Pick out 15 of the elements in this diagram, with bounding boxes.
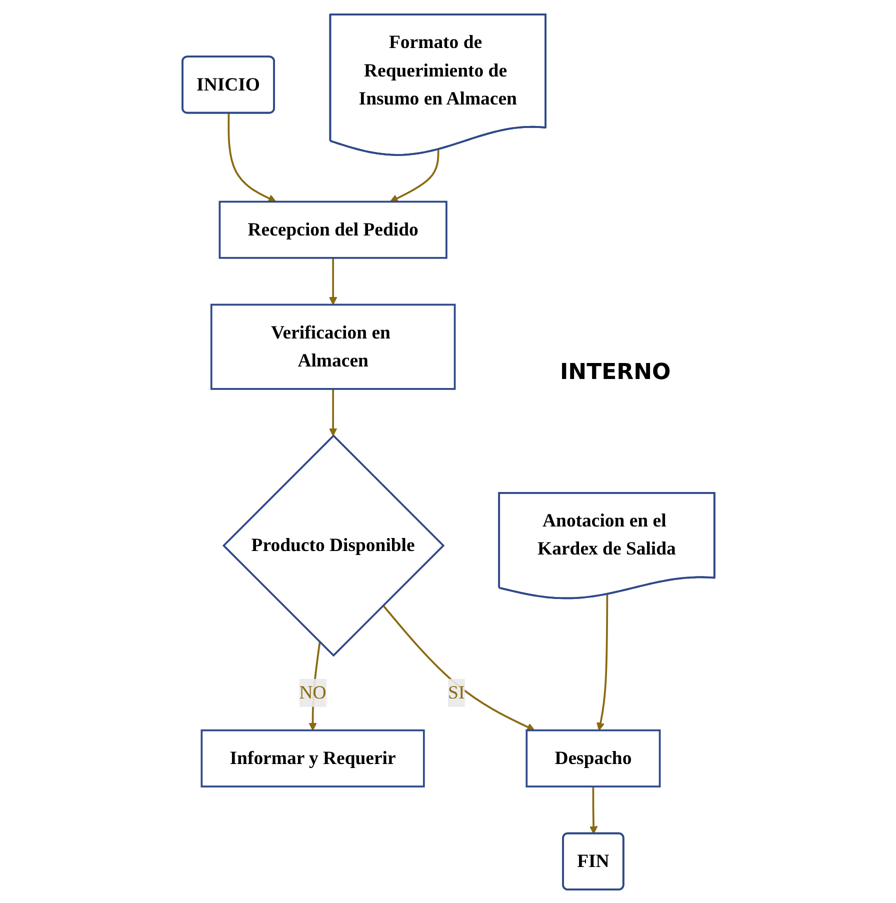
node-box [218, 200, 447, 258]
arrow [328, 257, 337, 305]
node-box [210, 303, 456, 390]
arrow [227, 112, 276, 202]
node-diamond [222, 434, 444, 656]
arrow [389, 149, 439, 202]
arrow [328, 388, 337, 436]
section-label: INTERNO [560, 360, 671, 385]
node-box [200, 728, 424, 787]
node-box [525, 728, 660, 787]
arrow [382, 604, 534, 730]
arrow [596, 594, 608, 730]
edge-label: SI [448, 682, 464, 703]
edge-label: NO [298, 682, 326, 703]
arrow [588, 786, 598, 834]
